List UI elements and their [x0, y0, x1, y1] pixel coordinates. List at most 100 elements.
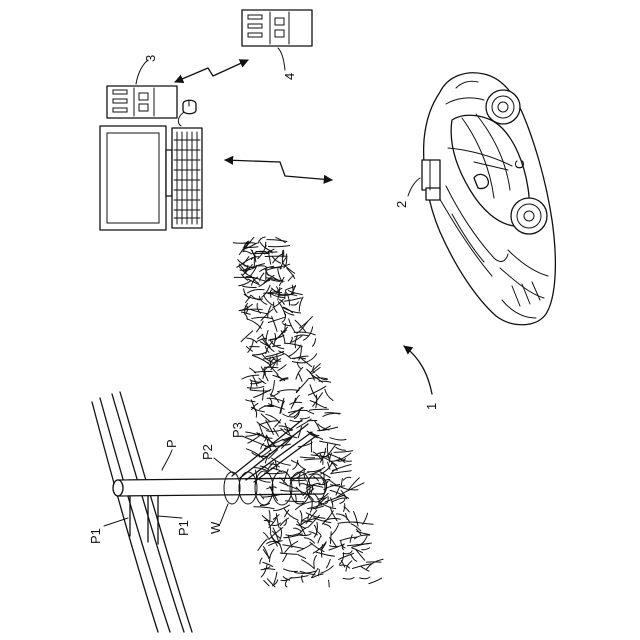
vegetation-stroke	[351, 555, 357, 561]
vegetation-stroke	[340, 498, 345, 503]
vegetation-stroke	[274, 505, 290, 511]
leader-line-4	[278, 48, 285, 70]
vegetation-stroke	[262, 285, 270, 297]
vegetation-stroke	[269, 246, 290, 247]
vegetation-stroke	[269, 549, 274, 562]
vegetation-stroke	[290, 480, 305, 481]
leader-line-2	[408, 178, 420, 196]
vegetation-stroke	[314, 555, 317, 567]
vegetation-stroke	[278, 365, 286, 371]
vegetation-stroke	[268, 363, 278, 375]
vegetation-stroke	[291, 285, 293, 294]
vegetation-stroke	[360, 577, 370, 579]
vegetation-stroke	[280, 518, 288, 525]
vegetation-stroke	[351, 524, 361, 531]
vegetation-stroke	[250, 368, 256, 373]
vegetation-stroke	[285, 580, 287, 587]
vegetation-stroke	[302, 560, 315, 569]
vegetation-stroke	[361, 536, 367, 544]
vegetation-stroke	[314, 525, 317, 532]
leader-line-3	[136, 60, 148, 84]
vegetation-stroke	[258, 334, 263, 338]
server-3	[107, 86, 177, 118]
vegetation-stroke	[288, 345, 301, 357]
vegetation-stroke	[320, 441, 341, 445]
vegetation-stroke	[283, 250, 284, 257]
vegetation-stroke	[341, 479, 342, 486]
vegetation-stroke	[242, 375, 259, 379]
vegetation-stroke	[362, 548, 370, 550]
vegetation-stroke	[244, 247, 259, 248]
leader-line-w	[220, 504, 228, 524]
vegetation-stroke	[299, 317, 312, 329]
vegetation-stroke	[354, 535, 369, 539]
vegetation-stroke	[290, 402, 302, 404]
label-c: C	[512, 160, 527, 169]
vegetation-stroke	[341, 560, 345, 567]
vegetation-stroke	[278, 390, 299, 392]
vegetation-stroke	[283, 554, 287, 562]
vegetation-stroke	[283, 414, 295, 417]
vegetation-stroke	[307, 431, 323, 439]
vegetation-stroke	[280, 553, 296, 554]
vegetation-stroke	[263, 562, 273, 566]
monitor	[100, 126, 172, 230]
vegetation-stroke	[247, 319, 261, 329]
vegetation-stroke	[298, 464, 306, 470]
vegetation-stroke	[266, 420, 274, 434]
vegetation-stroke	[346, 561, 352, 571]
vegetation-stroke	[307, 411, 314, 414]
label-4: 4	[282, 73, 297, 80]
vegetation-stroke	[330, 532, 331, 544]
vegetation-stroke	[267, 398, 283, 401]
vegetation-stroke	[241, 312, 250, 314]
vegetation-stroke	[241, 331, 253, 342]
vegetation-stroke	[316, 552, 335, 556]
label-3: 3	[143, 55, 158, 62]
vegetation-stroke	[331, 525, 339, 536]
vegetation-stroke	[257, 266, 267, 268]
vegetation-stroke	[326, 560, 330, 568]
vegetation-stroke	[287, 268, 295, 278]
vegetation-stroke	[343, 577, 354, 579]
vegetation-stroke	[334, 451, 353, 453]
label-p1-a: P1	[88, 528, 103, 544]
leader-line-p2	[214, 458, 234, 474]
vegetation-stroke	[300, 457, 314, 458]
vegetation-stroke	[302, 521, 312, 522]
vegetation-stroke	[329, 580, 330, 587]
vegetation-stroke	[296, 495, 297, 502]
vegetation-stroke	[264, 547, 269, 559]
vegetation-stroke	[239, 281, 251, 286]
label-p: P	[164, 439, 179, 448]
vegetation-stroke	[250, 390, 270, 391]
system-arrow-1	[404, 346, 432, 394]
vegetation-stroke	[252, 317, 272, 318]
label-p1-b: P1	[176, 520, 191, 536]
vegetation-stroke	[274, 302, 277, 312]
vegetation-stroke	[305, 354, 317, 363]
vegetation-stroke	[336, 447, 346, 450]
vegetation-stroke	[363, 513, 368, 524]
vegetation-stroke	[304, 538, 314, 543]
vegetation-stroke	[271, 381, 275, 396]
vegetation-stroke	[324, 524, 331, 528]
vegetation-stroke	[267, 240, 287, 242]
vegetation-stroke	[253, 352, 267, 355]
vegetation-stroke	[369, 578, 382, 583]
vegetation-stroke	[284, 343, 302, 346]
vegetation-stroke	[258, 539, 267, 550]
vegetation-stroke	[317, 532, 321, 537]
vegetation-stroke	[279, 544, 282, 554]
power-lines	[92, 392, 192, 632]
vegetation-stroke	[264, 581, 269, 586]
vegetation-stroke	[247, 338, 257, 343]
vegetation-stroke	[279, 351, 291, 359]
vegetation-stroke	[300, 511, 302, 525]
vegetation-stroke	[267, 268, 282, 271]
vegetation-w	[233, 237, 383, 587]
vegetation-stroke	[290, 576, 308, 579]
vegetation-stroke	[248, 386, 264, 388]
label-1: 1	[424, 403, 439, 410]
